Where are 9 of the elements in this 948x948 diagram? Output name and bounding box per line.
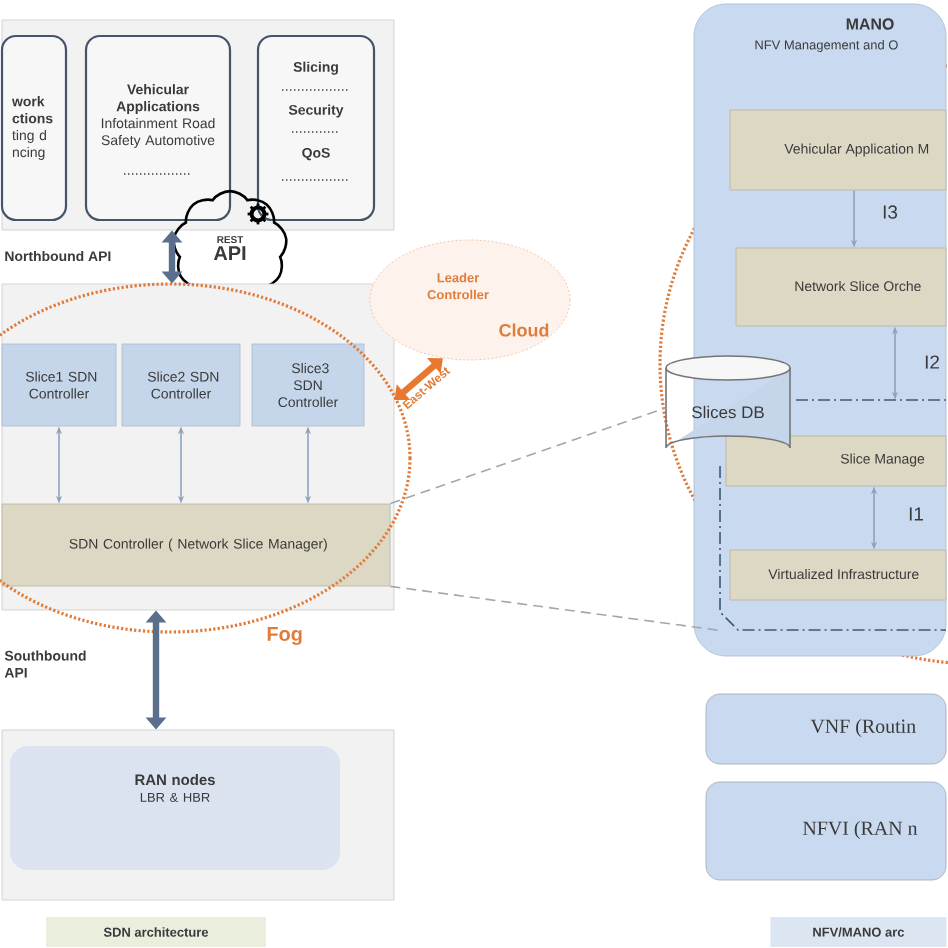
- region-label: Fog: [267, 627, 302, 645]
- edge-label: I3: [883, 205, 898, 219]
- edge-label: I2: [925, 355, 939, 369]
- layer-box: VNF (Routin: [705, 693, 947, 765]
- layer-box: NFVI (RAN n: [705, 781, 947, 881]
- connector-line: [389, 585, 721, 632]
- edge-label: I1: [909, 507, 923, 521]
- database-cylinder: Slices DB: [665, 355, 791, 449]
- arrow: [394, 358, 443, 401]
